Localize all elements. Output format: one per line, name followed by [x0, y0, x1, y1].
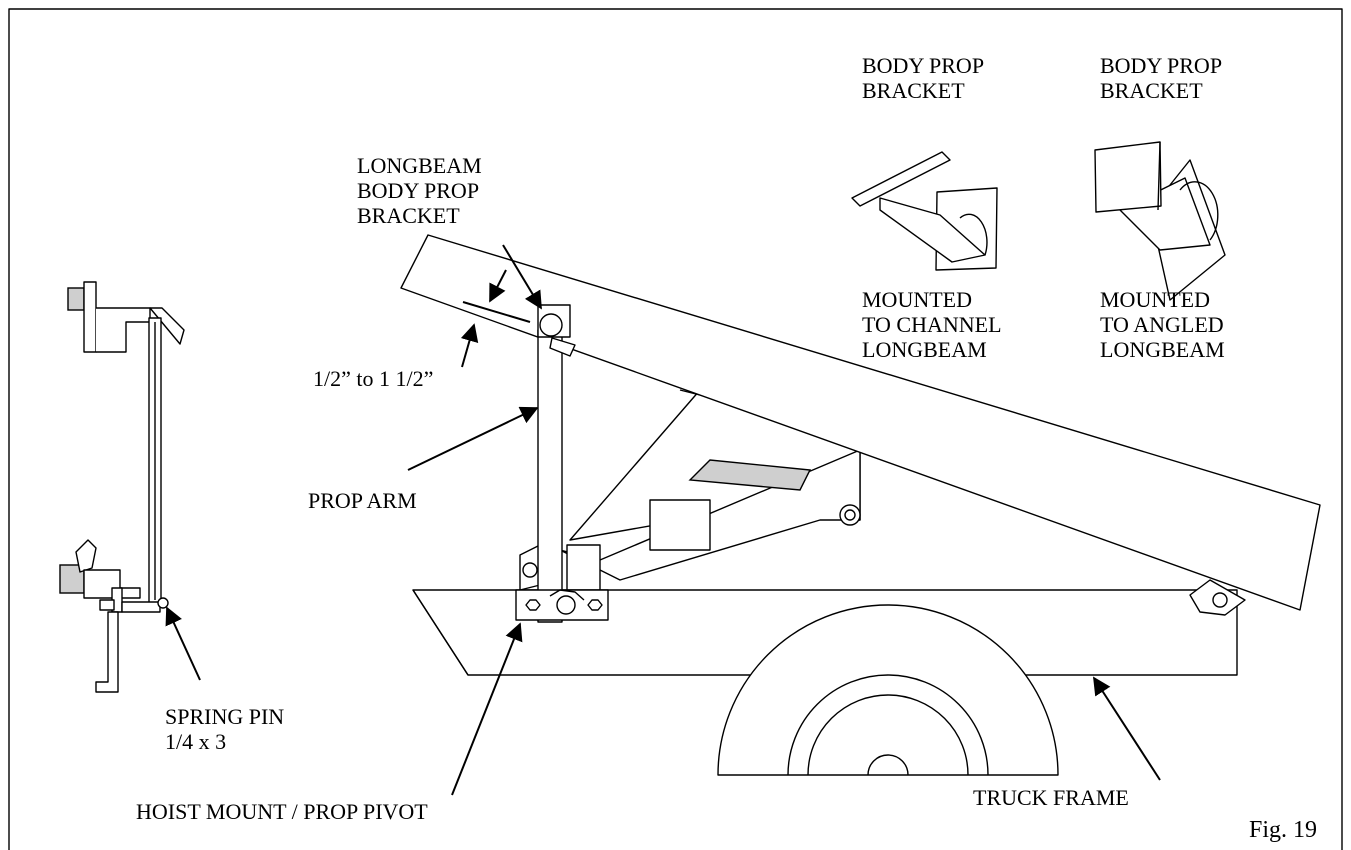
- label-mounted-angled-longbeam: MOUNTED TO ANGLED LONGBEAM: [1100, 287, 1225, 362]
- gap-arrow-upper: [489, 269, 507, 303]
- prop-arm-arrow: [407, 406, 539, 471]
- side-view-prop-assembly: [59, 281, 185, 693]
- label-hoist-mount-prop-pivot: HOIST MOUNT / PROP PIVOT: [136, 799, 428, 824]
- hoist-mount-prop-pivot: [515, 589, 609, 621]
- bracket-channel-longbeam: [851, 151, 998, 271]
- truck-frame-arrow: [1093, 676, 1161, 781]
- hoist-mount-arrow: [451, 622, 523, 796]
- wheel-fender: [717, 604, 1059, 776]
- gap-dimension-line: [462, 301, 531, 323]
- gap-arrow-lower: [460, 323, 479, 368]
- prop-arm: [537, 304, 576, 623]
- dump-body-longbeam: [400, 234, 1321, 616]
- spring-pin-arrow: [165, 606, 201, 681]
- bracket-angled-longbeam: [1094, 141, 1226, 301]
- label-truck-frame: TRUCK FRAME: [973, 785, 1129, 810]
- figure-border: [8, 8, 1343, 850]
- label-longbeam-body-prop-bracket: LONGBEAM BODY PROP BRACKET: [357, 153, 482, 228]
- label-figure-number: Fig. 19: [1249, 817, 1318, 843]
- label-body-prop-bracket-2: BODY PROP BRACKET: [1100, 53, 1223, 103]
- hoist-linkage: [519, 389, 861, 591]
- label-spring-pin: SPRING PIN 1/4 x 3: [165, 704, 285, 754]
- label-body-prop-bracket-1: BODY PROP BRACKET: [862, 53, 985, 103]
- label-mounted-channel-longbeam: MOUNTED TO CHANNEL LONGBEAM: [862, 287, 1002, 362]
- longbeam-bracket-arrow: [502, 244, 542, 310]
- label-gap-dimension: 1/2” to 1 1/2”: [313, 366, 434, 391]
- label-prop-arm: PROP ARM: [308, 488, 417, 513]
